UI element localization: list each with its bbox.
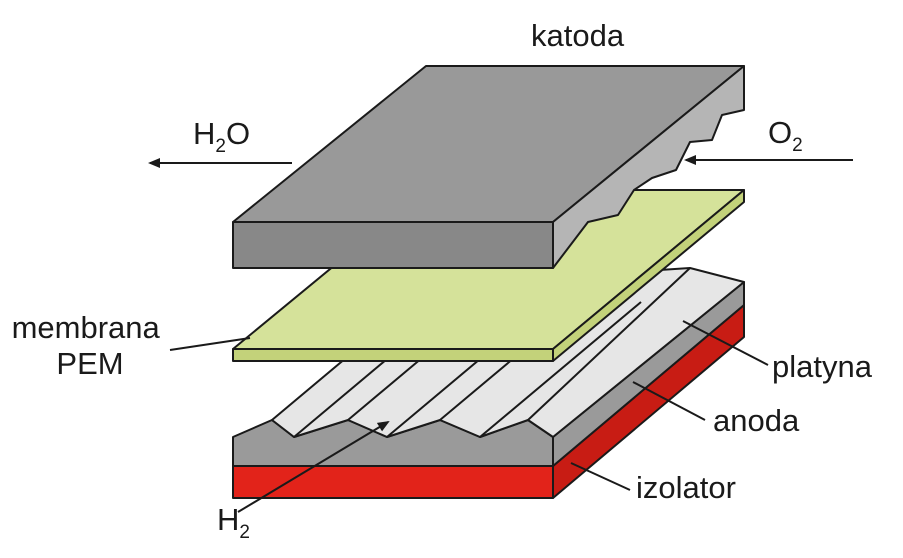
cathode-front: [232, 221, 554, 269]
channel-ridge-5: [479, 301, 642, 438]
insulator-label: izolator: [636, 470, 736, 505]
hydrogen-label: H2: [217, 502, 250, 543]
water-label: H2O: [193, 116, 250, 157]
oxygen-label: O2: [768, 115, 803, 156]
platinum-label: platyna: [772, 349, 873, 384]
cathode-plate: [232, 65, 745, 269]
insulator-layer: [232, 304, 745, 499]
insulator-front: [232, 465, 554, 499]
cathode-label: katoda: [531, 18, 625, 53]
membrane-leader: [169, 337, 251, 351]
hydrogen-arrow: [237, 420, 390, 513]
insulator-leader: [570, 462, 631, 491]
channel-ridge-6: [527, 267, 691, 421]
cathode-side: [552, 65, 745, 269]
anode-label: anoda: [713, 403, 800, 438]
anode-leader: [632, 381, 706, 421]
membrane-side: [552, 189, 745, 362]
membrane-front: [232, 348, 554, 362]
membrane-label: membrana PEM: [12, 310, 169, 381]
platinum-leader: [682, 320, 769, 366]
